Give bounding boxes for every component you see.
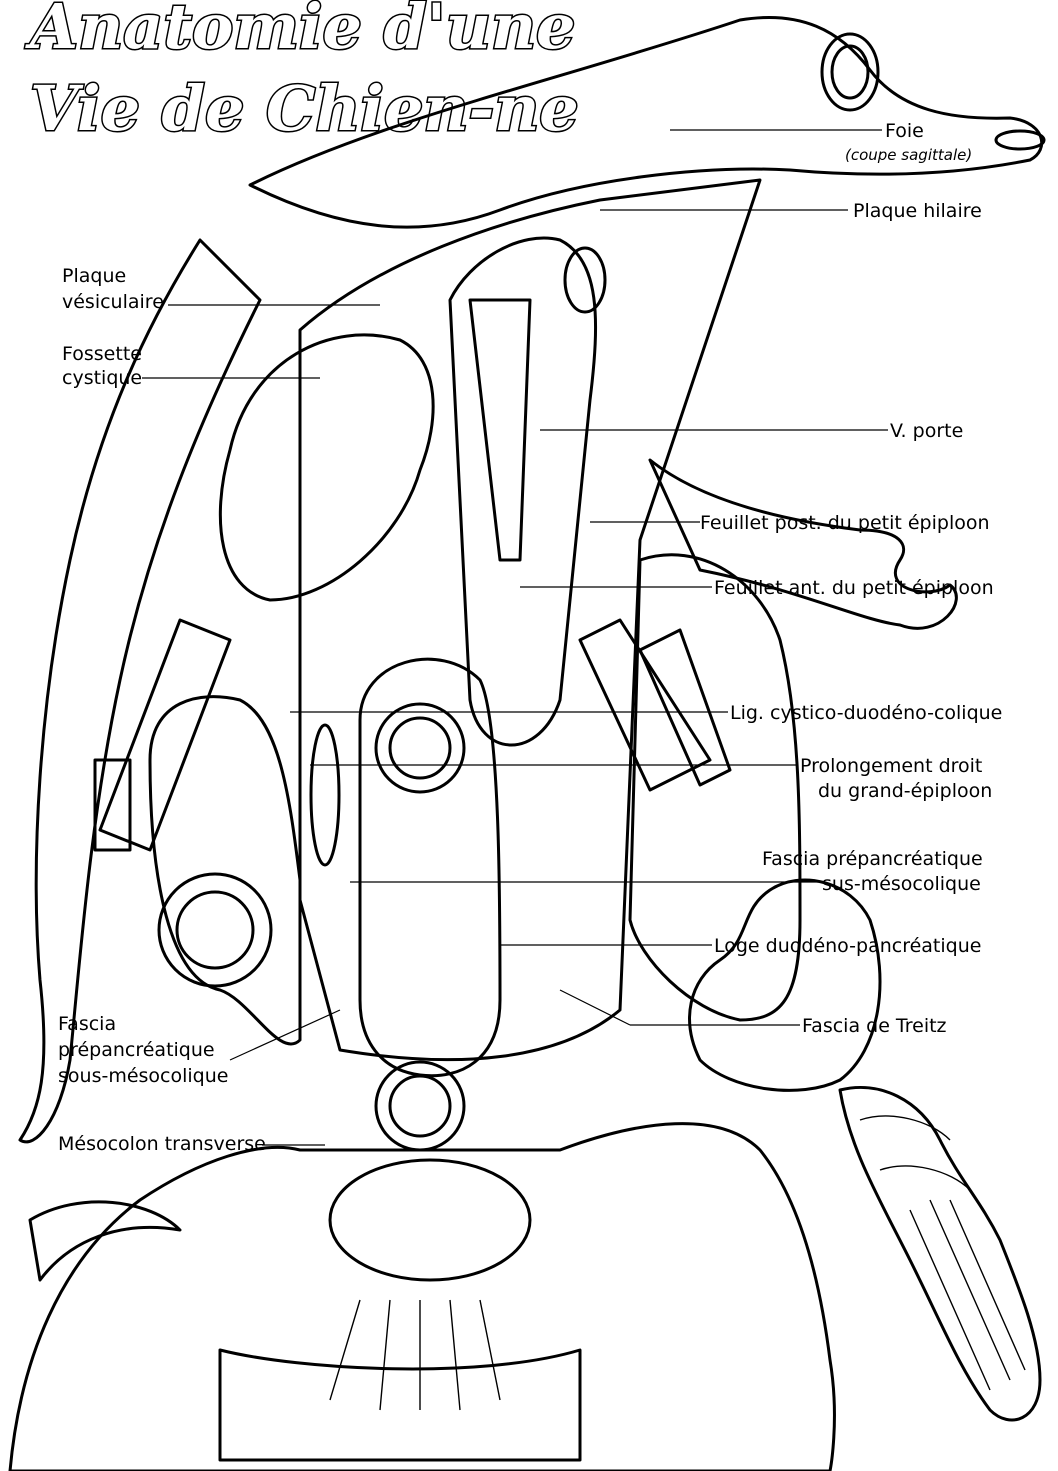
- label-fascia-treitz: Fascia de Treitz: [802, 1015, 947, 1037]
- label-mesocolon: Mésocolon transverse: [58, 1133, 266, 1155]
- label-foie-sub: (coupe sagittale): [845, 146, 972, 164]
- label-fossette-cystique-2: cystique: [62, 367, 142, 389]
- annotation-labels: Foie (coupe sagittale) Plaque hilaire Pl…: [58, 120, 1002, 1155]
- label-fascia-prep-left-2: prépancréatique: [58, 1039, 215, 1061]
- label-loge-duodeno: Loge duodéno-pancréatique: [714, 935, 981, 957]
- label-fossette-cystique-1: Fossette: [62, 343, 142, 365]
- label-foie: Foie: [885, 120, 924, 142]
- label-feuillet-post: Feuillet post. du petit épiploon: [700, 512, 990, 534]
- label-fascia-prep-left-3: sous-mésocolique: [58, 1065, 228, 1087]
- label-plaque-vesiculaire-1: Plaque: [62, 265, 126, 287]
- label-v-porte: V. porte: [890, 420, 963, 442]
- label-fascia-prep-right-1: Fascia prépancréatique: [762, 848, 983, 870]
- arrow-left: [95, 620, 230, 850]
- label-plaque-vesiculaire-2: vésiculaire: [62, 291, 164, 313]
- label-prolongement-2: du grand-épiploon: [818, 780, 992, 802]
- label-prolongement-1: Prolongement droit: [800, 755, 982, 777]
- label-fascia-prep-left-1: Fascia: [58, 1013, 116, 1035]
- label-lig-cystico: Lig. cystico-duodéno-colique: [730, 702, 1002, 724]
- pancreas-head: [690, 880, 880, 1090]
- title-lettering: Anatomie d'une Vie de Chien-ne: [25, 0, 579, 145]
- title-line-2: Vie de Chien-ne: [30, 72, 579, 145]
- leader-lines: [142, 130, 888, 1145]
- label-feuillet-ant: Feuillet ant. du petit épiploon: [714, 577, 994, 599]
- label-plaque-hilaire: Plaque hilaire: [853, 200, 982, 222]
- right-limb-lower: [840, 1087, 1040, 1420]
- title-line-1: Anatomie d'une: [25, 0, 575, 63]
- lower-body: [10, 1124, 834, 1471]
- colon-loop-left: [150, 697, 300, 1044]
- label-fascia-prep-right-2: sus-mésocolique: [822, 873, 981, 895]
